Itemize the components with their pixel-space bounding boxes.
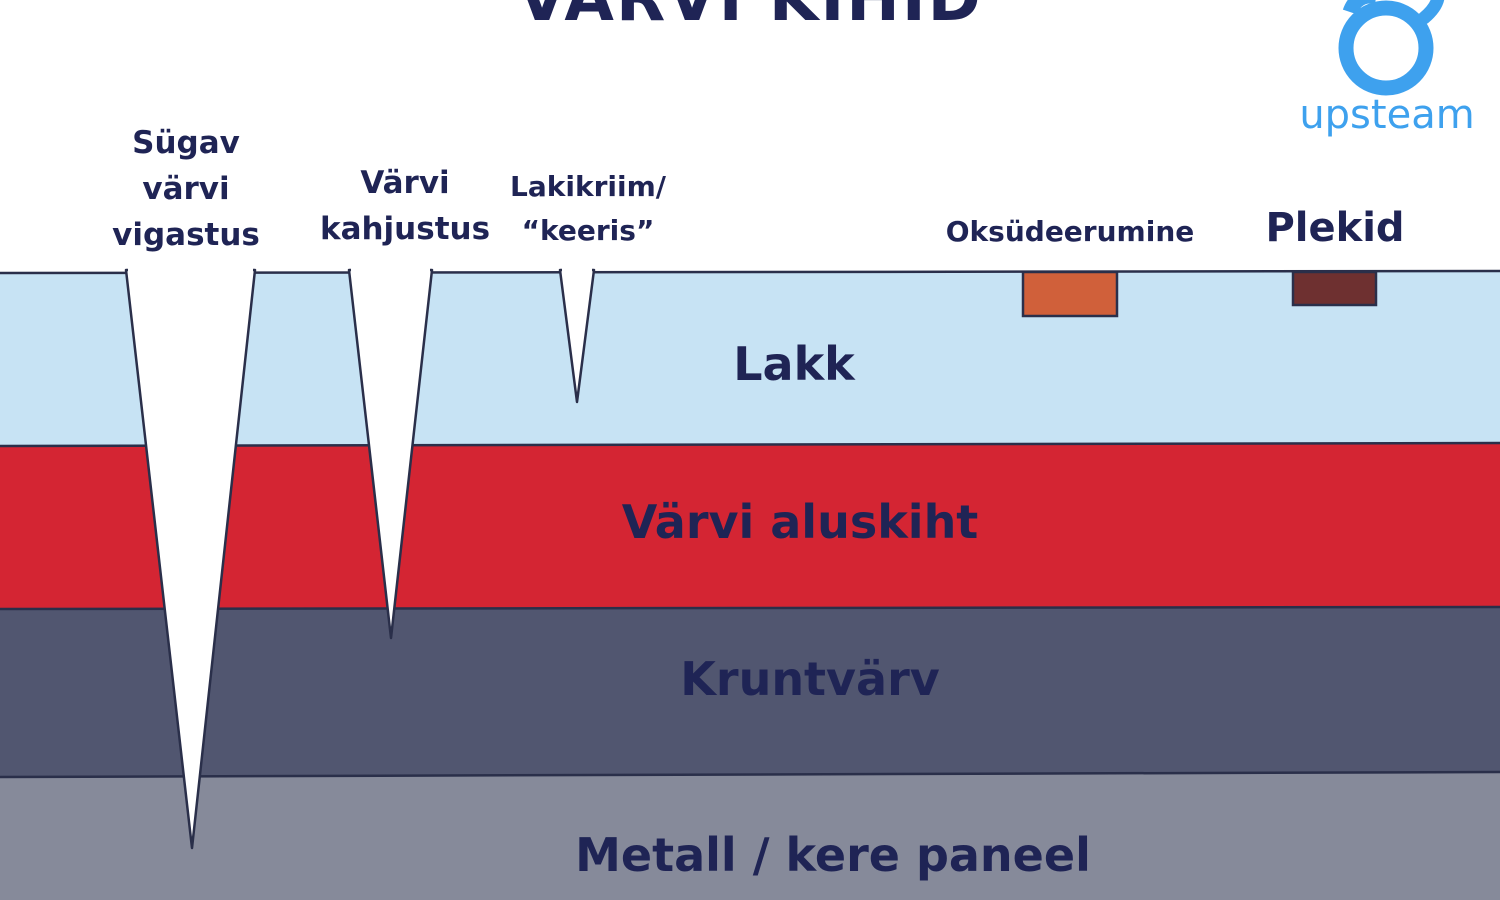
stain-spot xyxy=(1291,270,1378,307)
layer-primer xyxy=(0,607,1500,777)
label-paint-damage-line-2: kahjustus xyxy=(319,211,491,247)
logo-wordmark: upsteam xyxy=(1299,92,1475,138)
layer-metal-panel xyxy=(0,772,1500,900)
label-paint-damage-line-1: Värvi xyxy=(360,165,450,201)
label-stains: Plekid xyxy=(1265,205,1405,251)
label-paint-damage: Värvi kahjustus xyxy=(310,160,500,252)
layer-label-primer: Kruntvärv xyxy=(680,652,940,706)
oxidation-spot xyxy=(1021,270,1119,318)
label-clear-scratch: Lakikriim/ “keeris” xyxy=(488,165,688,253)
upsteam-logo-icon xyxy=(1338,0,1445,96)
label-oxidation: Oksüdeerumine xyxy=(945,215,1195,248)
label-deep-line-3: vigastus xyxy=(112,217,260,253)
page-title: VÄRVI KIHID xyxy=(0,0,1500,36)
label-deep-damage: Sügav värvi vigastus xyxy=(96,120,276,258)
label-deep-line-1: Sügav xyxy=(132,125,240,161)
layer-label-base-coat: Värvi aluskiht xyxy=(621,495,979,549)
label-scratch-line-2: “keeris” xyxy=(521,214,655,247)
layer-label-clear-coat: Lakk xyxy=(733,337,855,391)
layer-label-metal-panel: Metall / kere paneel xyxy=(575,828,1091,882)
label-deep-line-2: värvi xyxy=(142,171,230,207)
label-scratch-line-1: Lakikriim/ xyxy=(510,170,666,203)
